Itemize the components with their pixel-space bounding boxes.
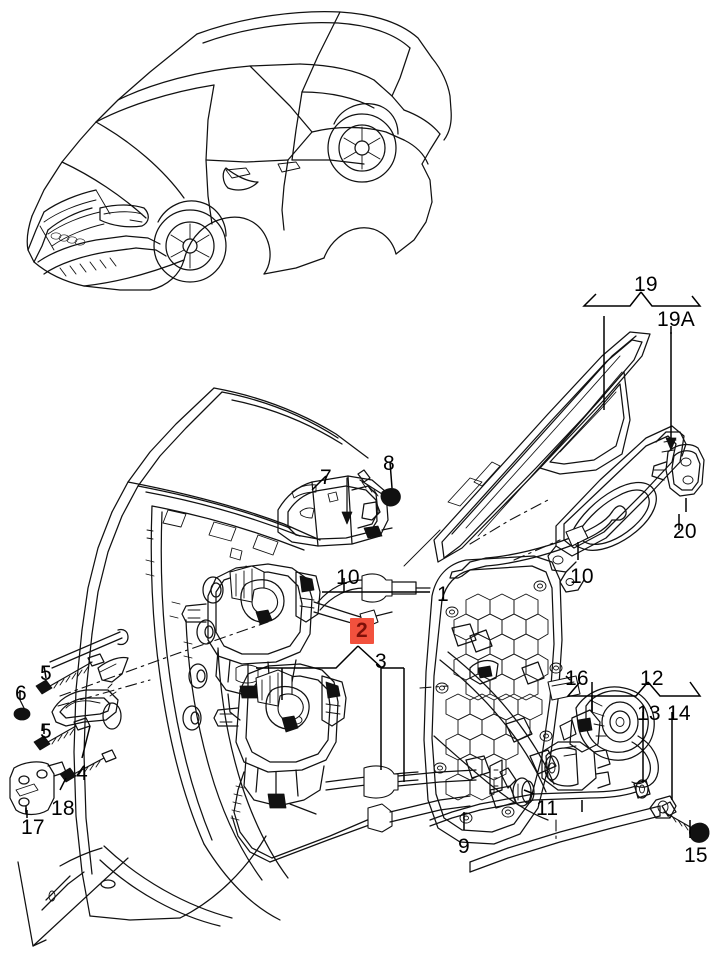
callout-14[interactable]: 14 [667,702,691,725]
guide-clip-16 [547,675,581,701]
callout-2-highlighted[interactable]: 2 [350,618,374,644]
striker-bolt-18 [59,749,117,783]
cover-screw-8 [357,469,401,507]
handle-cable-10-right [449,505,627,579]
callout-6[interactable]: 6 [15,682,27,705]
callout-7[interactable]: 7 [320,466,332,489]
callout-12[interactable]: 12 [640,667,664,690]
window-trim-strip-19 [403,316,651,567]
callout-10-right[interactable]: 10 [570,565,594,588]
callout-5-lower[interactable]: 5 [40,720,52,743]
callout-19[interactable]: 19 [634,273,658,296]
callout-10-left[interactable]: 10 [336,566,360,589]
callout-17[interactable]: 17 [21,816,45,839]
callout-18[interactable]: 18 [51,797,75,820]
callout-3[interactable]: 3 [375,650,387,673]
blanking-plug-6 [13,699,31,721]
regulator-lower-rail [469,805,661,873]
fasteners-13-14-15 [633,779,710,843]
callout-11[interactable]: 11 [536,797,559,820]
callout-19a[interactable]: 19A [657,308,695,331]
audi-sedan-outline [26,11,452,291]
callout-5-upper[interactable]: 5 [40,662,52,685]
callout-8[interactable]: 8 [383,452,395,475]
callout-9[interactable]: 9 [458,835,470,858]
handle-bracket-20 [651,443,705,512]
lock-cylinder-cover-7 [277,475,393,547]
callout-1[interactable]: 1 [437,583,449,606]
lock-body-upper [181,563,393,725]
callout-15[interactable]: 15 [684,844,708,867]
tapping-screws-5 [33,628,129,751]
callout-20[interactable]: 20 [673,520,697,543]
callout-13[interactable]: 13 [637,702,661,725]
regulator-drum-and-motor [429,686,659,827]
callout-4[interactable]: 4 [76,762,88,785]
door-inner-panel [17,387,369,947]
callout-16[interactable]: 16 [565,667,589,690]
